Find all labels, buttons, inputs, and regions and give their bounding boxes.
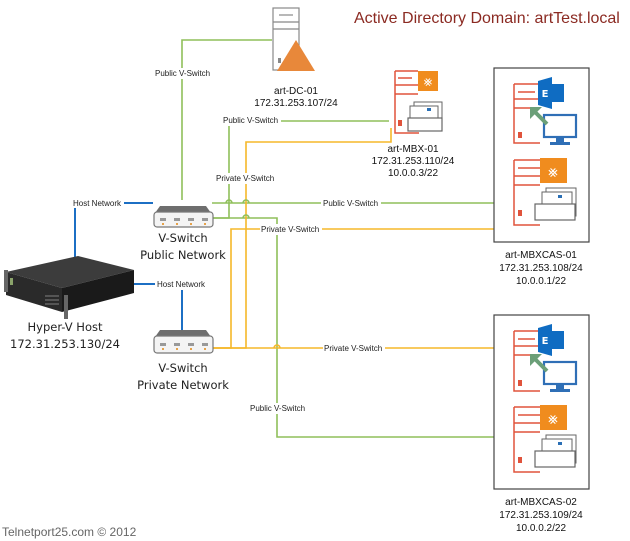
- hyperv-host-ip: 172.31.253.130/24: [10, 337, 120, 351]
- label-private-vswitch: Private V-Switch: [261, 225, 319, 234]
- link-public-dc: [181, 39, 272, 200]
- mbxcas2-name: art-MBXCAS-02: [505, 497, 577, 508]
- dc-name: art-DC-01: [274, 86, 318, 97]
- mbx-ip: 172.31.253.110/24: [372, 156, 455, 167]
- link-public-mbxcas2: [212, 217, 494, 438]
- svg-text:⨳: ⨳: [548, 162, 558, 181]
- svg-text:E: E: [542, 89, 549, 100]
- svg-text:E: E: [542, 336, 549, 347]
- diagram-title: Active Directory Domain: artTest.local: [354, 10, 620, 27]
- vswitch-public-name: V-Switch: [158, 231, 207, 245]
- mbxcas2-ip: 172.31.253.109/24: [499, 510, 583, 521]
- svg-text:⨳: ⨳: [548, 409, 558, 428]
- mbx-ip2: 10.0.0.3/22: [388, 168, 438, 179]
- link-private-mbx: [213, 128, 392, 349]
- vswitch-public-network: Public Network: [140, 248, 226, 262]
- label-public-vswitch: Public V-Switch: [250, 404, 305, 413]
- label-host-network: Host Network: [157, 280, 206, 289]
- mbxcas2-ip2: 10.0.0.2/22: [516, 523, 566, 534]
- mbxcas1-ip2: 10.0.0.1/22: [516, 276, 566, 287]
- network-switch-icon: [153, 206, 214, 228]
- label-public-vswitch: Public V-Switch: [323, 199, 378, 208]
- mbxcas1-node[interactable]: E ⨳ art-MBXCAS-01 172.31.253.108/24 10.0…: [493, 67, 590, 287]
- copyright-footer: Telnetport25.com © 2012: [2, 525, 137, 539]
- label-host-network: Host Network: [73, 199, 122, 208]
- label-private-vswitch: Private V-Switch: [324, 344, 382, 353]
- exchange-cas-mailbox-server-icon: E ⨳: [513, 77, 578, 226]
- vswitch-private-node[interactable]: V-Switch Private Network: [137, 330, 229, 392]
- rack-server-icon: [4, 256, 134, 319]
- dc-node[interactable]: art-DC-01 172.31.253.107/24: [254, 7, 338, 109]
- mbxcas1-ip: 172.31.253.108/24: [499, 263, 583, 274]
- label-private-vswitch: Private V-Switch: [216, 174, 274, 183]
- vswitch-public-node[interactable]: V-Switch Public Network: [140, 206, 226, 262]
- exchange-cas-mailbox-server-icon: E ⨳: [513, 324, 578, 473]
- mbxcas2-node[interactable]: E ⨳ art-MBXCAS-02 172.31.253.109/24 10.0…: [493, 314, 590, 534]
- link-labels: Host Network Host Network Public V-Switc…: [70, 68, 385, 414]
- network-switch-icon: [153, 330, 214, 354]
- exchange-mailbox-server-icon: ⨳: [394, 70, 443, 134]
- mbx-name: art-MBX-01: [387, 144, 439, 155]
- mbx-node[interactable]: ⨳ art-MBX-01 172.31.253.110/24 10.0.0.3/…: [372, 70, 455, 179]
- link-private-mbxcas1: [213, 228, 494, 349]
- domain-controller-icon: [272, 7, 315, 71]
- hyperv-host-name: Hyper-V Host: [27, 320, 102, 334]
- vswitch-private-name: V-Switch: [158, 361, 207, 375]
- mbxcas1-name: art-MBXCAS-01: [505, 250, 577, 261]
- line-crossing-hops: [225, 199, 281, 349]
- svg-text:⨳: ⨳: [424, 74, 433, 90]
- label-public-vswitch: Public V-Switch: [223, 116, 278, 125]
- hyperv-host-node[interactable]: Hyper-V Host 172.31.253.130/24: [4, 256, 134, 351]
- label-public-vswitch: Public V-Switch: [155, 69, 210, 78]
- dc-ip: 172.31.253.107/24: [254, 98, 338, 109]
- link-host-private: [133, 283, 183, 330]
- vswitch-private-network: Private Network: [137, 378, 229, 392]
